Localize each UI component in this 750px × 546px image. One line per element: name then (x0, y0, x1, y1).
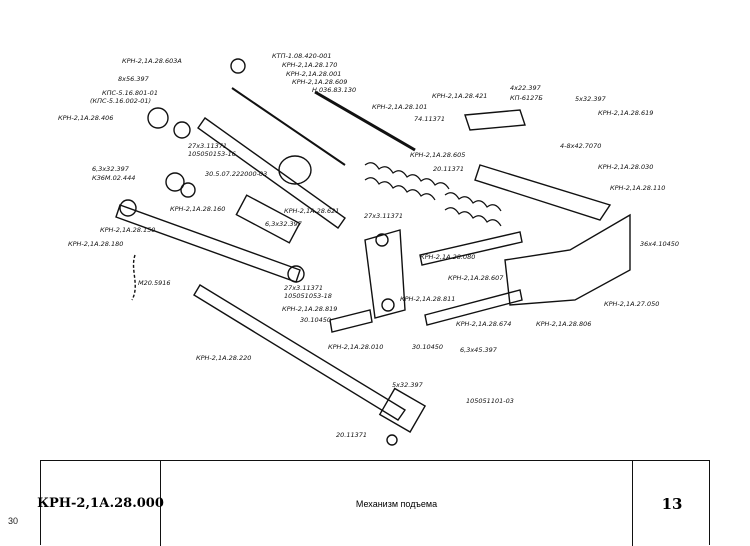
part-callout: 27х3.11371 (188, 142, 227, 150)
part-callout: М20.5916 (138, 279, 171, 287)
part-callout: КРН-2,1А.28.110 (610, 184, 665, 192)
drawing-name: Механизм подъема (161, 461, 633, 546)
part-callout: КРН-2,1А.28.160 (170, 205, 225, 213)
part-callout: КРН-2,1А.28.605 (410, 151, 465, 159)
page-number: 30 (8, 516, 19, 526)
part-callout: 20.11371 (336, 431, 367, 439)
part-callout: КЗ6М.02.444 (92, 174, 135, 182)
part-callout: 4-8х42.7070 (560, 142, 601, 150)
part-callout: 36х4.10450 (640, 240, 679, 248)
part-callout: 8х56.397 (118, 75, 150, 83)
drawing-code: КРН-2,1А.28.000 (37, 461, 164, 546)
part-callout: КРН-2,1А.28.080 (420, 253, 475, 261)
part-callout: КПС-5.16.801-01 (102, 89, 158, 97)
part-callout: 6,3х32.397 (265, 220, 303, 228)
part-callout: 5х32.397 (575, 95, 607, 103)
part-callout: КРН-2,1А.28.220 (196, 354, 251, 362)
part-callout: 6,3х45.397 (460, 346, 498, 354)
part-callout: КРН-2,1А.28.806 (536, 320, 591, 328)
part-callout: 4х22.397 (510, 84, 542, 92)
part-callout: КРН-2,1А.28.150 (100, 226, 155, 234)
part-callout: 105051101-03 (466, 397, 514, 405)
part-callout: 20.11371 (433, 165, 464, 173)
part-callout: КРН-2,1А.28.811 (400, 295, 455, 303)
part-callout: (КПС-5.16.002-01) (90, 97, 151, 105)
part-callout: КРН-2,1А.28.180 (68, 240, 123, 248)
part-callout: КРН-2,1А.28.001 (286, 70, 341, 78)
part-callout: 30.5.07.222000-03 (205, 170, 267, 178)
title-block: КРН-2,1А.28.000 Механизм подъема 13 (37, 460, 710, 546)
part-callout: 105051053-18 (284, 292, 332, 300)
part-callout: 105050153-16 (188, 150, 236, 158)
part-callout: КРН-2,1А.28.674 (456, 320, 511, 328)
part-callout: КРН-2,1А.28.819 (282, 305, 337, 313)
part-callout: КРН-2,1А.28.619 (598, 109, 653, 117)
part-callout: КРН-2,1А.28.030 (598, 163, 653, 171)
part-callout: 27х3.11371 (364, 212, 403, 220)
part-callout: КРН-2,1А.28.609 (292, 78, 347, 86)
part-callout: 30.10450 (412, 343, 443, 351)
part-callout: КРН-2,1А.28.621 (284, 207, 339, 215)
part-callout: КРН-2,1А.28.421 (432, 92, 487, 100)
part-callout: КРН-2,1А.28.010 (328, 343, 383, 351)
part-callout: КРН-2,1А.28.406 (58, 114, 113, 122)
sheet-number: 13 (661, 494, 683, 513)
part-callout: КРН-2,1А.28.603А (122, 57, 182, 65)
part-callout: 6,3х32.397 (92, 165, 130, 173)
part-callout: Н.036.83.130 (312, 86, 356, 94)
part-callout: 30.10450 (300, 316, 331, 324)
part-callout: 5х32.397 (392, 381, 424, 389)
part-callout: КРН-2,1А.28.101 (372, 103, 427, 111)
part-callout: 27х3.11371 (284, 284, 323, 292)
part-callout: КП-6127Б (510, 94, 543, 102)
part-callout: КТП-1.08.420-001 (272, 52, 332, 60)
part-callout: КРН-2,1А.28.170 (282, 61, 337, 69)
part-callout: КРН-2,1А.27.050 (604, 300, 659, 308)
part-callout: КРН-2,1А.28.607 (448, 274, 504, 282)
part-callout: 74.11371 (414, 115, 445, 123)
exploded-assembly-drawing: КРН-2,1А.28.603АКТП-1.08.420-001КРН-2,1А… (58, 52, 679, 446)
